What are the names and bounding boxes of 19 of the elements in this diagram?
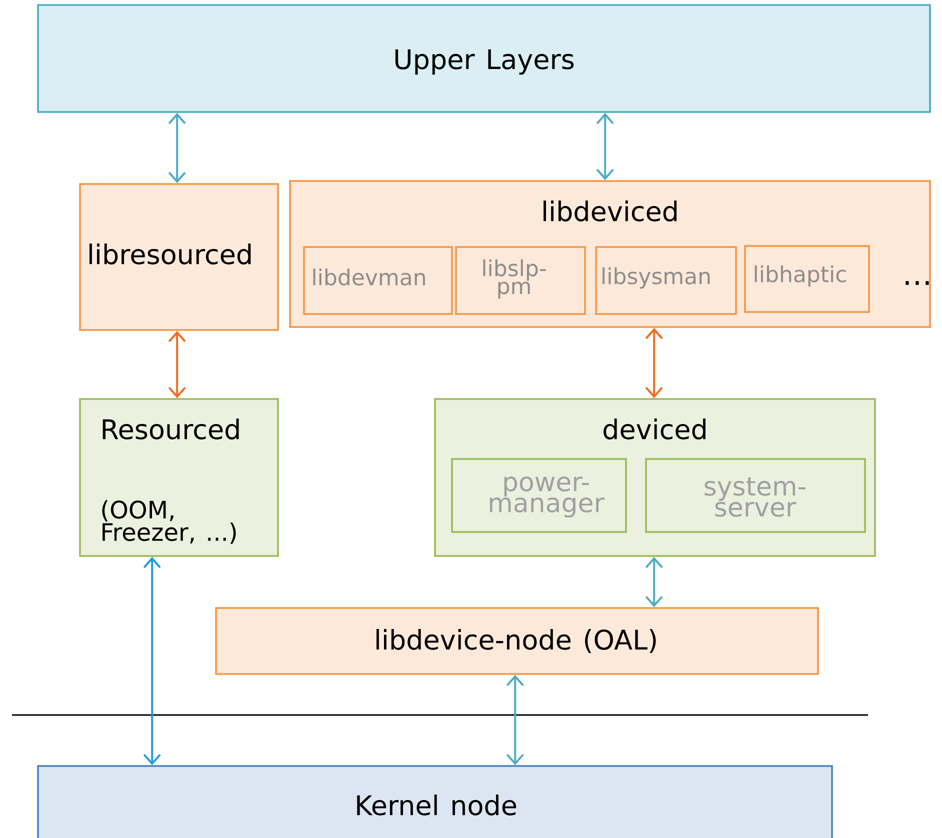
arrow: [645, 556, 663, 608]
arrow: [596, 112, 614, 180]
layer-box: libresourced: [79, 183, 279, 331]
layer-box: Resourced (OOM, Freezer, ...): [79, 398, 279, 557]
component-box: libslp-pm: [455, 246, 586, 315]
arrow: [645, 328, 663, 398]
component-box: libhaptic: [744, 245, 870, 313]
arrow: [168, 330, 186, 398]
component-box: system-server: [645, 458, 866, 533]
component-box: power-manager: [451, 458, 627, 533]
component-box: libsysman: [595, 246, 737, 315]
layer-box: libdevice-node (OAL): [215, 607, 819, 675]
layer-box: Upper Layers: [37, 4, 931, 113]
ellipsis-label: …: [906, 281, 929, 285]
layer-box: Kernel node: [37, 765, 833, 838]
component-box: libdevman: [303, 246, 453, 315]
arrow: [168, 112, 186, 184]
arrow: [506, 674, 524, 766]
arrow: [143, 556, 161, 766]
